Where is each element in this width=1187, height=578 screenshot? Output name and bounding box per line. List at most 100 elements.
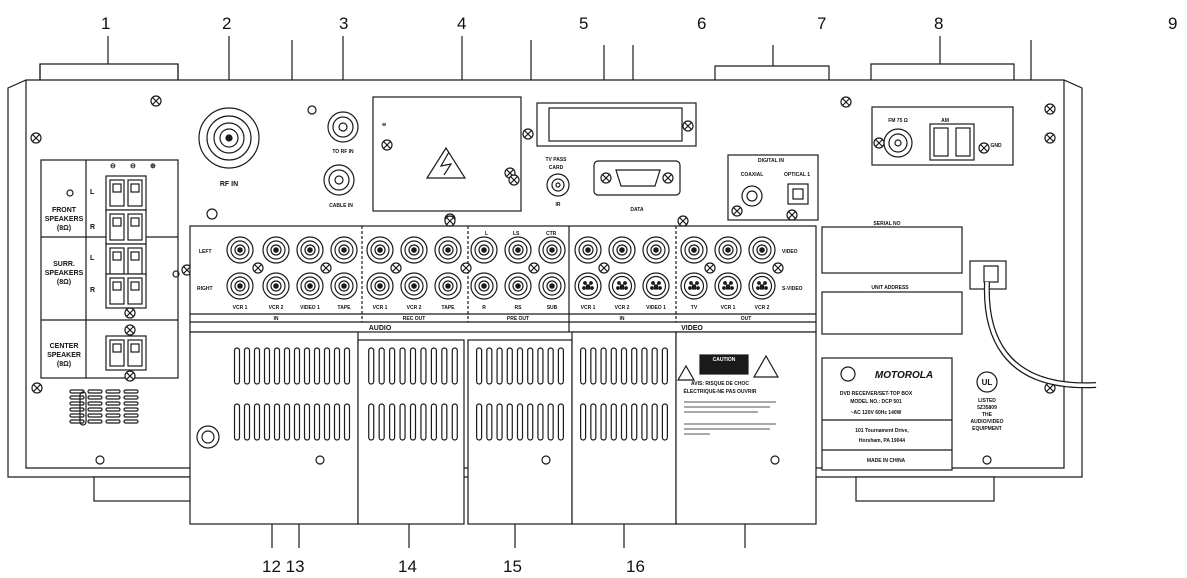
vent-slot <box>661 347 668 385</box>
am-label: AM <box>941 118 949 124</box>
callout-12-13: 12 13 <box>262 557 305 576</box>
pre-out-bottom-jack[interactable] <box>504 272 532 300</box>
callout-6: 6 <box>697 14 706 33</box>
vent-slot <box>651 347 658 385</box>
callout-15: 15 <box>503 557 522 576</box>
vent-slot <box>87 413 103 418</box>
vent-slot <box>69 413 85 418</box>
vent-slot <box>253 347 261 385</box>
svideo-in-jack[interactable] <box>574 272 602 300</box>
video-out-jack[interactable] <box>748 236 776 264</box>
video-out-jack[interactable] <box>680 236 708 264</box>
ul-line3: THE <box>982 412 993 418</box>
audio-in-right-jack[interactable] <box>226 272 254 300</box>
data-label: DATA <box>630 207 644 213</box>
rec-out-left-jack[interactable] <box>366 236 394 264</box>
vent-slot <box>253 403 261 441</box>
vent-slot <box>409 347 417 385</box>
vent-slot <box>87 401 103 406</box>
rec-out-right-jack[interactable] <box>400 272 428 300</box>
rating-line1: DVD RECEIVER/SET-TOP BOX <box>840 391 913 397</box>
video-in-jack[interactable] <box>642 236 670 264</box>
audio-in-left-jack[interactable] <box>226 236 254 264</box>
pre-out-top-jack[interactable] <box>504 236 532 264</box>
vent-slot <box>399 403 406 441</box>
vent-slot <box>87 389 103 394</box>
callout-9: 9 <box>1168 14 1177 33</box>
audio-in-group: IN <box>274 316 279 322</box>
front-r-mark: R <box>90 224 95 231</box>
audio-in-left-jack[interactable] <box>262 236 290 264</box>
vent-slot <box>313 347 321 385</box>
vent-slot <box>283 403 291 441</box>
vent-slot <box>590 403 597 441</box>
rec-out-left-jack[interactable] <box>434 236 462 264</box>
video-in-jack[interactable] <box>574 236 602 264</box>
vent-slot <box>441 347 448 385</box>
vent-slot <box>243 403 251 441</box>
video-in-jack[interactable] <box>608 236 636 264</box>
callout-8: 8 <box>934 14 943 33</box>
rec-out-left-jack[interactable] <box>400 236 428 264</box>
vent-slot <box>323 347 331 385</box>
svideo-in-jack[interactable] <box>608 272 636 300</box>
vent-slot <box>283 347 291 385</box>
audio-in-right-jack[interactable] <box>296 272 324 300</box>
vent-slot <box>69 419 85 424</box>
digital-in-title: DIGITAL IN <box>758 158 784 164</box>
svideo-row-label: S-VIDEO <box>782 286 803 292</box>
vent-slot <box>451 347 458 385</box>
vent-slot <box>343 347 351 385</box>
vent-slot <box>323 403 331 441</box>
vent-slot <box>441 403 448 441</box>
svideo-out-jack[interactable] <box>748 272 776 300</box>
audio-in-right-jack[interactable] <box>262 272 290 300</box>
svideo-out-jack[interactable] <box>714 272 742 300</box>
video-out-jack[interactable] <box>714 236 742 264</box>
vent-slot <box>430 403 437 441</box>
vent-slot <box>105 389 121 394</box>
audio-in-left-jack[interactable] <box>296 236 324 264</box>
jack-panel-screw <box>252 262 264 274</box>
audio-in-right-jack[interactable] <box>330 272 358 300</box>
jack-panel-screw <box>460 262 472 274</box>
vent-slot <box>123 401 139 406</box>
pre-out-top-jack[interactable] <box>470 236 498 264</box>
video-in-jack-label: VCR 2 <box>615 305 630 311</box>
gnd-label: GND <box>990 143 1002 149</box>
vent-slot <box>409 403 417 441</box>
rec-out-right-jack[interactable] <box>434 272 462 300</box>
jack-panel-screw <box>677 215 689 227</box>
ul-letters: UL <box>982 378 993 387</box>
jack-panel-screw <box>598 262 610 274</box>
audio-in-jack-label: TAPE <box>338 305 352 311</box>
vent-slot <box>610 347 617 385</box>
vent-slot <box>641 347 648 385</box>
svideo-in-jack[interactable] <box>642 272 670 300</box>
vent-slot <box>105 413 121 418</box>
callout-1: 1 <box>101 14 110 33</box>
cable-in-label: CABLE IN <box>329 203 353 209</box>
vent-slot <box>580 403 587 441</box>
svideo-out-jack[interactable] <box>680 272 708 300</box>
vent-slot <box>641 403 648 441</box>
audio-in-left-jack[interactable] <box>330 236 358 264</box>
audio-in-jack-label: VCR 1 <box>233 305 248 311</box>
vent-slot <box>123 407 139 412</box>
jack-panel-screw <box>444 215 456 227</box>
callout-2: 2 <box>222 14 231 33</box>
vent-slot <box>293 347 301 385</box>
vent-slot <box>69 407 85 412</box>
surr-r-mark: R <box>90 287 95 294</box>
pre-out-bottom-jack[interactable] <box>470 272 498 300</box>
vent-slot <box>123 389 139 394</box>
pre-out-top-jack[interactable] <box>538 236 566 264</box>
data-port: DATA <box>593 160 681 213</box>
vent-slot <box>620 347 628 385</box>
made-in-label: MADE IN CHINA <box>867 458 906 464</box>
rec-out-right-jack[interactable] <box>366 272 394 300</box>
pre-out-bottom-jack[interactable] <box>538 272 566 300</box>
